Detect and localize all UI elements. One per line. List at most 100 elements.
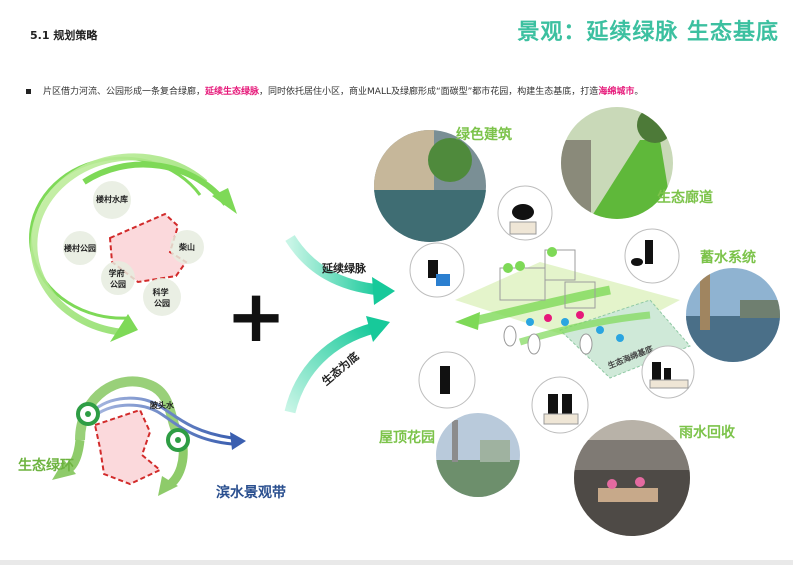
- family-bench-icon: [649, 379, 689, 389]
- couple-person-icon: [548, 394, 558, 416]
- node-chaishan: 柴山: [178, 242, 195, 252]
- photo-reeds: [700, 270, 710, 330]
- ring-arrowhead-icon: [212, 188, 237, 214]
- node-bubble-chaishan: [170, 230, 204, 264]
- photo-wall: [561, 140, 591, 219]
- photo-building: [480, 440, 510, 462]
- silhouette-icons: [409, 185, 695, 434]
- tree-icon-2: [515, 261, 525, 271]
- eco-ring-label: 生态绿环: [18, 457, 74, 474]
- page-title: 景观：延续绿脉 生态基底: [517, 20, 779, 45]
- node-xuefu-park-line2: 公园: [110, 280, 126, 289]
- node-bubble-louchun-park: [63, 231, 97, 265]
- photo-deck: [598, 488, 658, 502]
- intro-paragraph: 片区借力河流、公园形成一条复合绿廊，延续生态绿脉，同时依托居住小区，商业MALL…: [26, 84, 643, 97]
- photo-flower-2: [635, 477, 645, 487]
- photo-building: [374, 130, 434, 190]
- corridor-band: [468, 285, 611, 327]
- river-arrowhead-icon: [230, 432, 246, 450]
- water-dot-icon: [526, 318, 534, 326]
- photo-tree: [637, 107, 673, 143]
- plus-sign: +: [226, 274, 286, 358]
- water-dot-icon-2: [561, 318, 569, 326]
- eco-ring-arrowhead-icon-2: [158, 476, 178, 496]
- building-block-2: [544, 249, 576, 281]
- child-icon: [428, 260, 438, 278]
- water-dot-icon-3: [596, 326, 604, 334]
- section-number: 5.1 规划策略: [30, 29, 98, 42]
- water-storage-photo: [686, 268, 780, 362]
- dog-walker-icon: [645, 240, 653, 264]
- green-vein-label: 延续绿脉: [321, 261, 367, 275]
- ring-arrowhead-icon-2: [110, 314, 138, 342]
- green-vein-arrow: 延续绿脉: [285, 234, 395, 305]
- node-target-icon-dot: [85, 411, 91, 417]
- river-line-2: [91, 403, 233, 446]
- eco-base-arrow-shaft: [284, 322, 376, 414]
- eco-ring-arrowhead-icon: [52, 460, 76, 480]
- node-louchun-reservoir: 楼村水库: [96, 194, 128, 204]
- bench-icon: [509, 221, 537, 235]
- tree-outline-icon: [503, 325, 517, 347]
- node-xuefu-park-line1: 学府: [109, 268, 125, 278]
- flower-dot-icon-2: [576, 311, 584, 319]
- green-vein-arrowhead-icon: [372, 277, 395, 305]
- couple-icon-bubble: [531, 376, 589, 434]
- reading-person-icon: [512, 204, 534, 220]
- intro-prefix: 片区借力河流、公园形成一条复合绿廊，: [43, 87, 206, 97]
- tree-icon: [503, 263, 513, 273]
- photo-shore: [740, 300, 780, 318]
- feature-eco-corridor: 生态廊道: [657, 189, 713, 206]
- eco-base-arrowhead-icon: [366, 316, 390, 342]
- kid-icon: [664, 368, 671, 382]
- intro-suffix: 。: [634, 87, 644, 97]
- dog-icon: [631, 258, 643, 266]
- footer-bar: [0, 560, 793, 565]
- node-louchun-park: 楼村公园: [64, 243, 96, 253]
- feature-green-building: 绿色建筑: [456, 126, 512, 143]
- planning-site-outline-2: [93, 408, 162, 486]
- tree-outline-icon-3: [579, 333, 593, 355]
- node-science-park-line2: 公园: [154, 299, 170, 308]
- node-bubble-xuefu-park: [101, 261, 135, 295]
- tree-icon-3: [547, 247, 557, 257]
- water-dot-icon-4: [616, 334, 624, 342]
- photo-flower: [607, 479, 617, 489]
- feature-roof-garden: 屋顶花园: [379, 429, 435, 446]
- couple-person-icon-2: [562, 394, 572, 416]
- corridor-arrowhead-icon: [455, 312, 480, 330]
- rain-harvest-photo: [574, 420, 690, 536]
- river-diagram: 陂头水 生态绿环 滨水景观带: [18, 376, 286, 501]
- green-vein-arrow-shaft: [285, 234, 381, 296]
- green-ring-diagram: 楼村水库 楼村公园 学府 公园 柴山 科学 公园: [29, 153, 237, 342]
- parent-icon: [652, 362, 661, 382]
- photo-building: [574, 440, 690, 470]
- roof-garden-photo: [436, 413, 520, 497]
- feature-water-storage: 蓄水系统: [700, 249, 756, 266]
- node-xuefu-park: 学府 公园: [109, 268, 128, 289]
- node-bubble-science-park: [143, 278, 181, 316]
- feature-rain-harvest: 雨水回收: [679, 424, 736, 441]
- bullet-icon: [26, 89, 31, 94]
- node-target-icon-2-dot: [175, 437, 181, 443]
- intro-highlight-sponge-city: 海绵城市: [598, 87, 635, 97]
- photo-water: [574, 470, 690, 536]
- node-science-park: 科学 公园: [153, 287, 172, 308]
- flower-dot-icon: [544, 314, 552, 322]
- water-tank-icon: [436, 274, 450, 286]
- couple-bench-icon: [543, 413, 579, 425]
- building-block-3: [564, 281, 596, 309]
- node-bubble-louchun-reservoir: [93, 181, 131, 219]
- photo-lawn-path: [590, 140, 673, 219]
- green-building-photo: [374, 130, 486, 242]
- photo-water: [374, 190, 486, 242]
- photo-tower: [452, 420, 458, 462]
- node-science-park-line1: 科学: [153, 287, 169, 297]
- photo-garden: [436, 460, 520, 497]
- gardener-icon: [440, 366, 450, 394]
- intro-middle: ，同时依托居住小区，商业MALL及绿廊形成“面碳型”都市花园，构建生态基底，打造: [259, 87, 599, 97]
- eco-base-arrow: 生态为底: [284, 316, 390, 414]
- eco-corridor-photo: [561, 107, 673, 219]
- river-line-1: [90, 396, 233, 440]
- waterfront-label: 滨水景观带: [216, 484, 286, 501]
